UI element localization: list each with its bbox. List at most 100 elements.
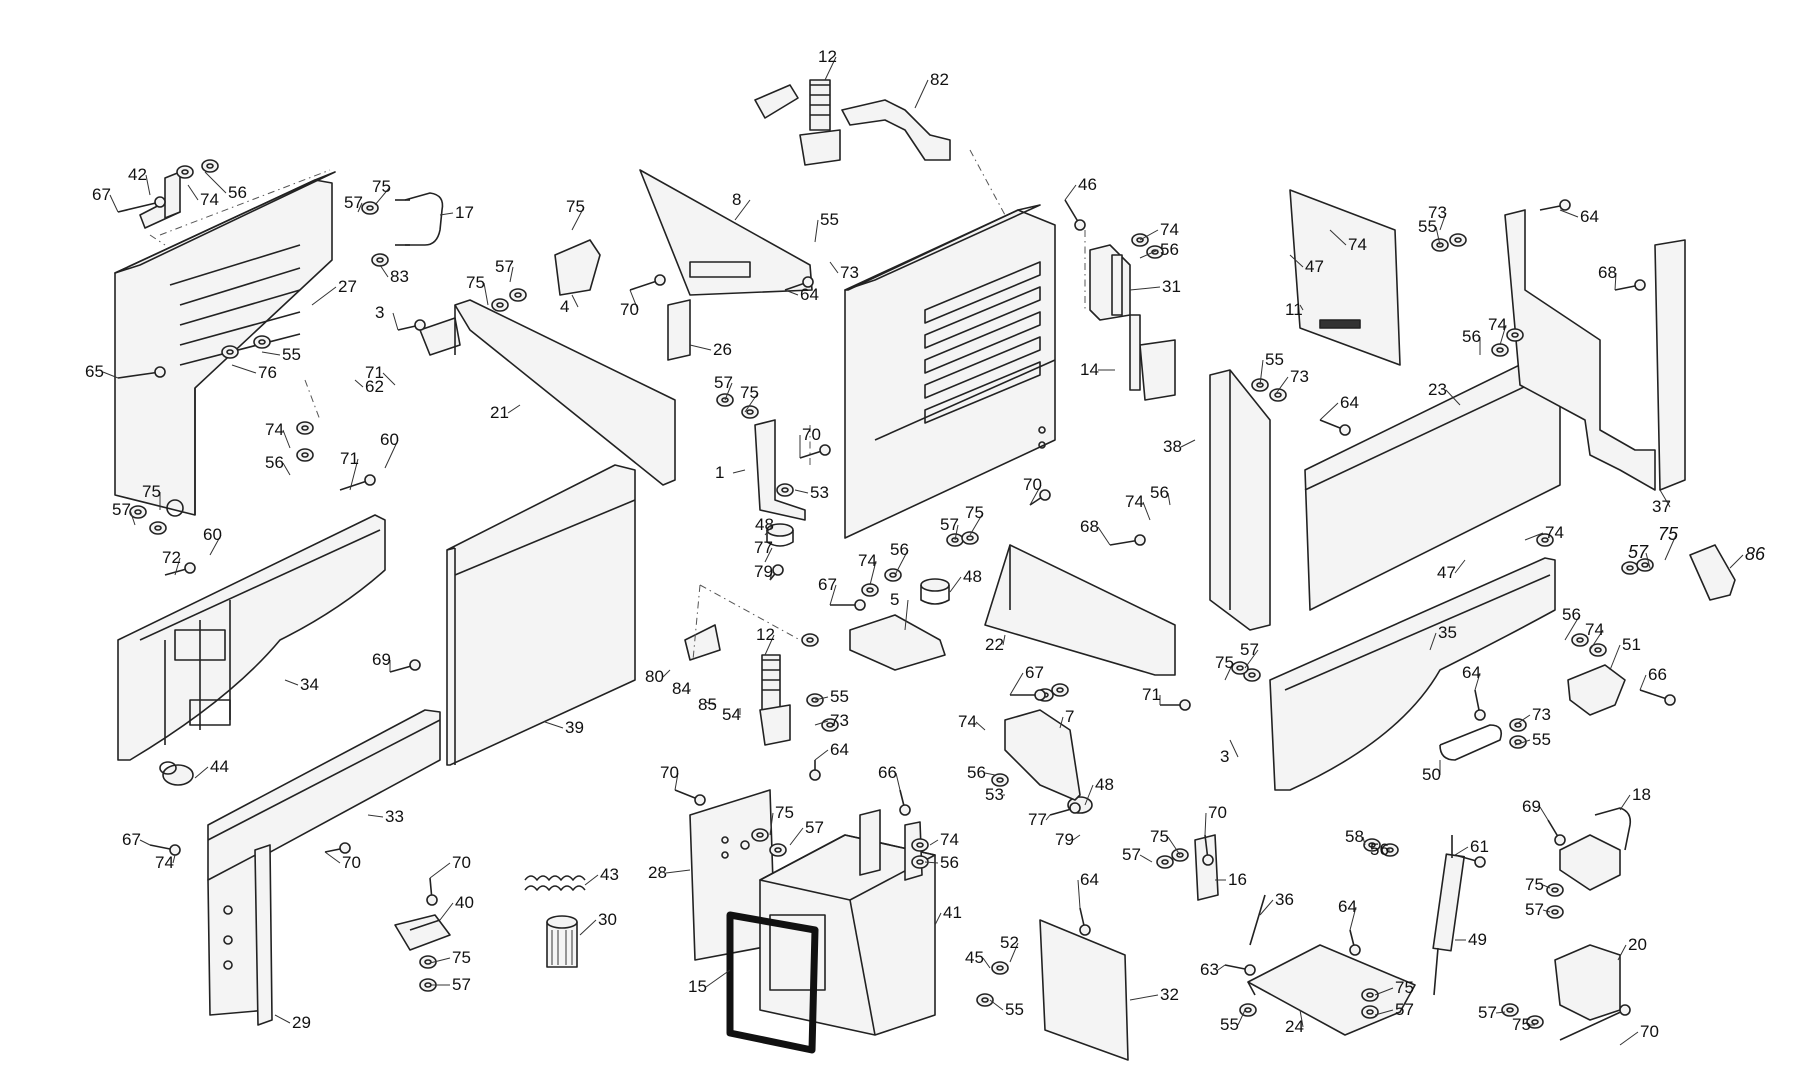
bolt-head	[809, 769, 821, 781]
leader-line	[1237, 1009, 1246, 1026]
washer-hole	[1368, 842, 1376, 848]
callout-label-33: 33	[385, 807, 404, 826]
callout-label-69: 69	[372, 650, 391, 669]
bolt	[1559, 1009, 1626, 1041]
leader-line	[724, 382, 733, 401]
washer-hole	[1626, 565, 1634, 571]
leader-line	[794, 489, 809, 494]
assembly-center-lines	[149, 149, 1086, 661]
callout-label-56: 56	[228, 183, 247, 202]
leader-line	[174, 557, 181, 576]
callout-label-17: 17	[455, 203, 474, 222]
callout-label-55: 55	[820, 210, 839, 229]
part-1-bracket	[754, 419, 806, 521]
callout-label-55: 55	[1418, 217, 1437, 236]
leader-line	[732, 469, 746, 474]
part-39-panel	[446, 464, 636, 766]
leader-line	[507, 404, 521, 414]
callout-label-70: 70	[802, 425, 821, 444]
callout-label-49: 49	[1468, 930, 1487, 949]
callout-label-56: 56	[1150, 483, 1169, 502]
callout-label-74: 74	[940, 830, 959, 849]
leader-line	[1619, 794, 1631, 811]
leader-line	[1349, 906, 1357, 931]
washer	[1243, 668, 1261, 682]
callout-label-29: 29	[292, 1013, 311, 1032]
callout-label-64: 64	[1340, 393, 1359, 412]
part-36-rod	[1249, 894, 1266, 946]
callout-label-47: 47	[1437, 563, 1456, 582]
washer-hole	[134, 509, 142, 515]
bolt-head	[1039, 489, 1051, 501]
callout-label-57: 57	[112, 500, 131, 519]
washer	[1509, 735, 1527, 749]
washer-hole	[916, 842, 924, 848]
callout-label-51: 51	[1622, 635, 1641, 654]
callout-label-22: 22	[985, 635, 1004, 654]
washer-hole	[756, 832, 764, 838]
part-82-bracket	[841, 99, 951, 161]
leader-line	[914, 79, 929, 109]
washer-hole	[889, 572, 897, 578]
part-25-front-hood	[844, 204, 1056, 539]
washer	[1491, 343, 1509, 357]
leader-line	[579, 919, 597, 936]
leader-line	[1659, 489, 1671, 508]
callout-label-66: 66	[878, 763, 897, 782]
leader-line	[311, 286, 337, 306]
washer	[361, 201, 379, 215]
callout-label-21: 21	[490, 403, 509, 422]
leader-line	[764, 524, 774, 536]
washer	[491, 298, 509, 312]
leader-line	[1009, 672, 1024, 696]
callout-label-8: 8	[732, 190, 741, 209]
callout-label-75: 75	[142, 482, 161, 501]
leader-line	[1259, 359, 1264, 386]
part-8-plate	[639, 169, 813, 296]
leader-line	[392, 312, 399, 331]
callout-label-41: 41	[943, 903, 962, 922]
callout-label-65: 65	[85, 362, 104, 381]
bolt-head	[772, 564, 784, 576]
callout-label-37: 37	[1652, 497, 1671, 516]
washer-hole	[226, 349, 234, 355]
callout-label-70: 70	[1023, 475, 1042, 494]
callout-label-85: 85	[698, 695, 717, 714]
washer-hole	[1551, 909, 1559, 915]
leader-line	[102, 371, 119, 379]
part-86-bracket	[1689, 544, 1736, 601]
callout-label-63: 63	[1200, 960, 1219, 979]
leader-line	[483, 282, 489, 306]
callout-label-66: 66	[1648, 665, 1667, 684]
leader-line	[1495, 1011, 1506, 1014]
part-31-hinge	[1089, 244, 1131, 321]
callout-label-73: 73	[1532, 705, 1551, 724]
leader-line	[1589, 629, 1604, 651]
leader-line	[1499, 324, 1507, 346]
leader-line	[584, 874, 599, 886]
washer	[991, 773, 1009, 787]
washer	[911, 838, 929, 852]
washer-hole	[981, 997, 989, 1003]
leader-line	[1542, 909, 1551, 913]
callout-label-32: 32	[1160, 985, 1179, 1004]
leader-line	[1362, 836, 1366, 846]
washer	[751, 828, 769, 842]
part-21-bracket	[454, 299, 676, 486]
callout-label-74: 74	[1488, 315, 1507, 334]
washer-hole	[996, 965, 1004, 971]
callout-label-76: 76	[258, 363, 277, 382]
washer	[1269, 388, 1287, 402]
callout-label-67: 67	[818, 575, 837, 594]
washer	[176, 165, 194, 179]
washer-hole	[514, 292, 522, 298]
callout-label-27: 27	[338, 277, 357, 296]
callout-label-77: 77	[754, 538, 773, 557]
leader-line	[869, 560, 877, 586]
washer	[1571, 633, 1589, 647]
leader-line	[1129, 286, 1161, 291]
washer-hole	[866, 587, 874, 593]
part-26-bracket	[667, 299, 691, 361]
callout-label-56: 56	[1160, 240, 1179, 259]
washer	[801, 633, 819, 647]
